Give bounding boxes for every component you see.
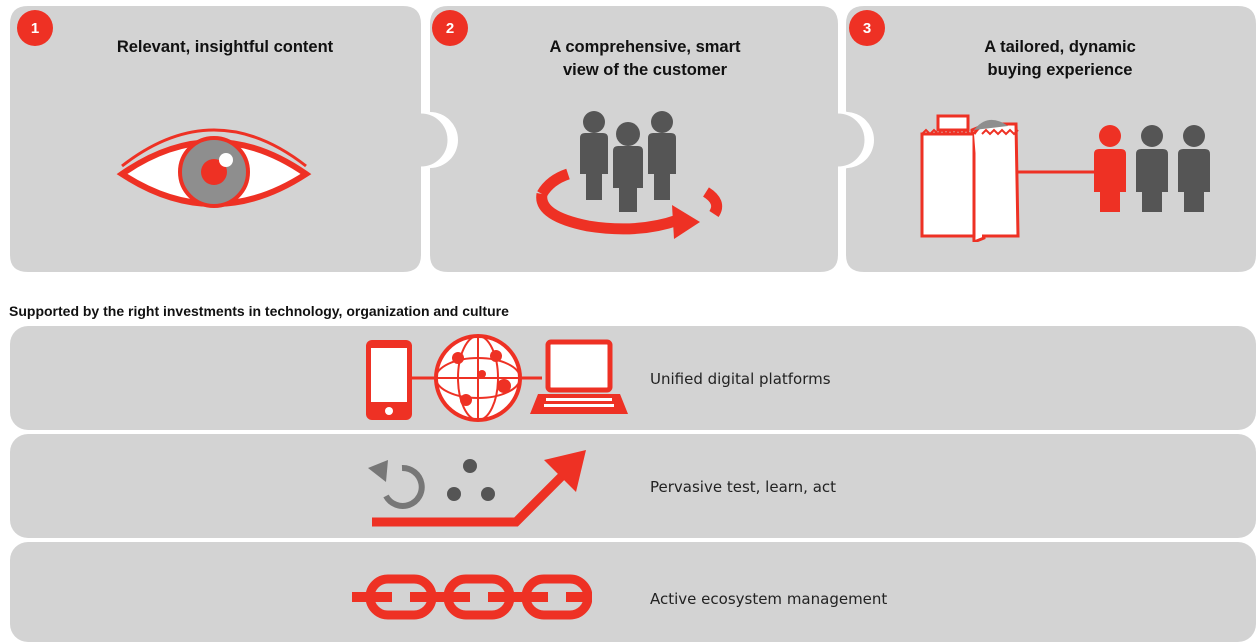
foundation-band-1 bbox=[10, 326, 1256, 430]
shopping-bag-customers-icon bbox=[920, 114, 1210, 242]
foundation-label-2: Pervasive test, learn, act bbox=[650, 478, 837, 496]
pillar-1-title: Relevant, insightful content bbox=[116, 38, 334, 56]
foundation-band-3 bbox=[10, 542, 1256, 642]
foundation-caption: Supported by the right investments in te… bbox=[9, 303, 509, 319]
devices-network-icon bbox=[366, 334, 628, 422]
pillar-3-badge: 3 bbox=[849, 10, 885, 46]
chain-icon bbox=[352, 574, 608, 620]
pillar-1-badge: 1 bbox=[17, 10, 53, 46]
foundation-band-2 bbox=[10, 434, 1256, 538]
eye-icon bbox=[116, 128, 312, 208]
pillar-panel-1 bbox=[10, 6, 449, 272]
test-learn-arrow-icon bbox=[368, 450, 586, 527]
foundation-bands bbox=[10, 326, 1256, 642]
customers-rotation-icon bbox=[536, 111, 723, 239]
foundation-label-3: Active ecosystem management bbox=[650, 590, 888, 608]
pillar-2-badge: 2 bbox=[432, 10, 468, 46]
foundation-label-1: Unified digital platforms bbox=[650, 370, 831, 388]
